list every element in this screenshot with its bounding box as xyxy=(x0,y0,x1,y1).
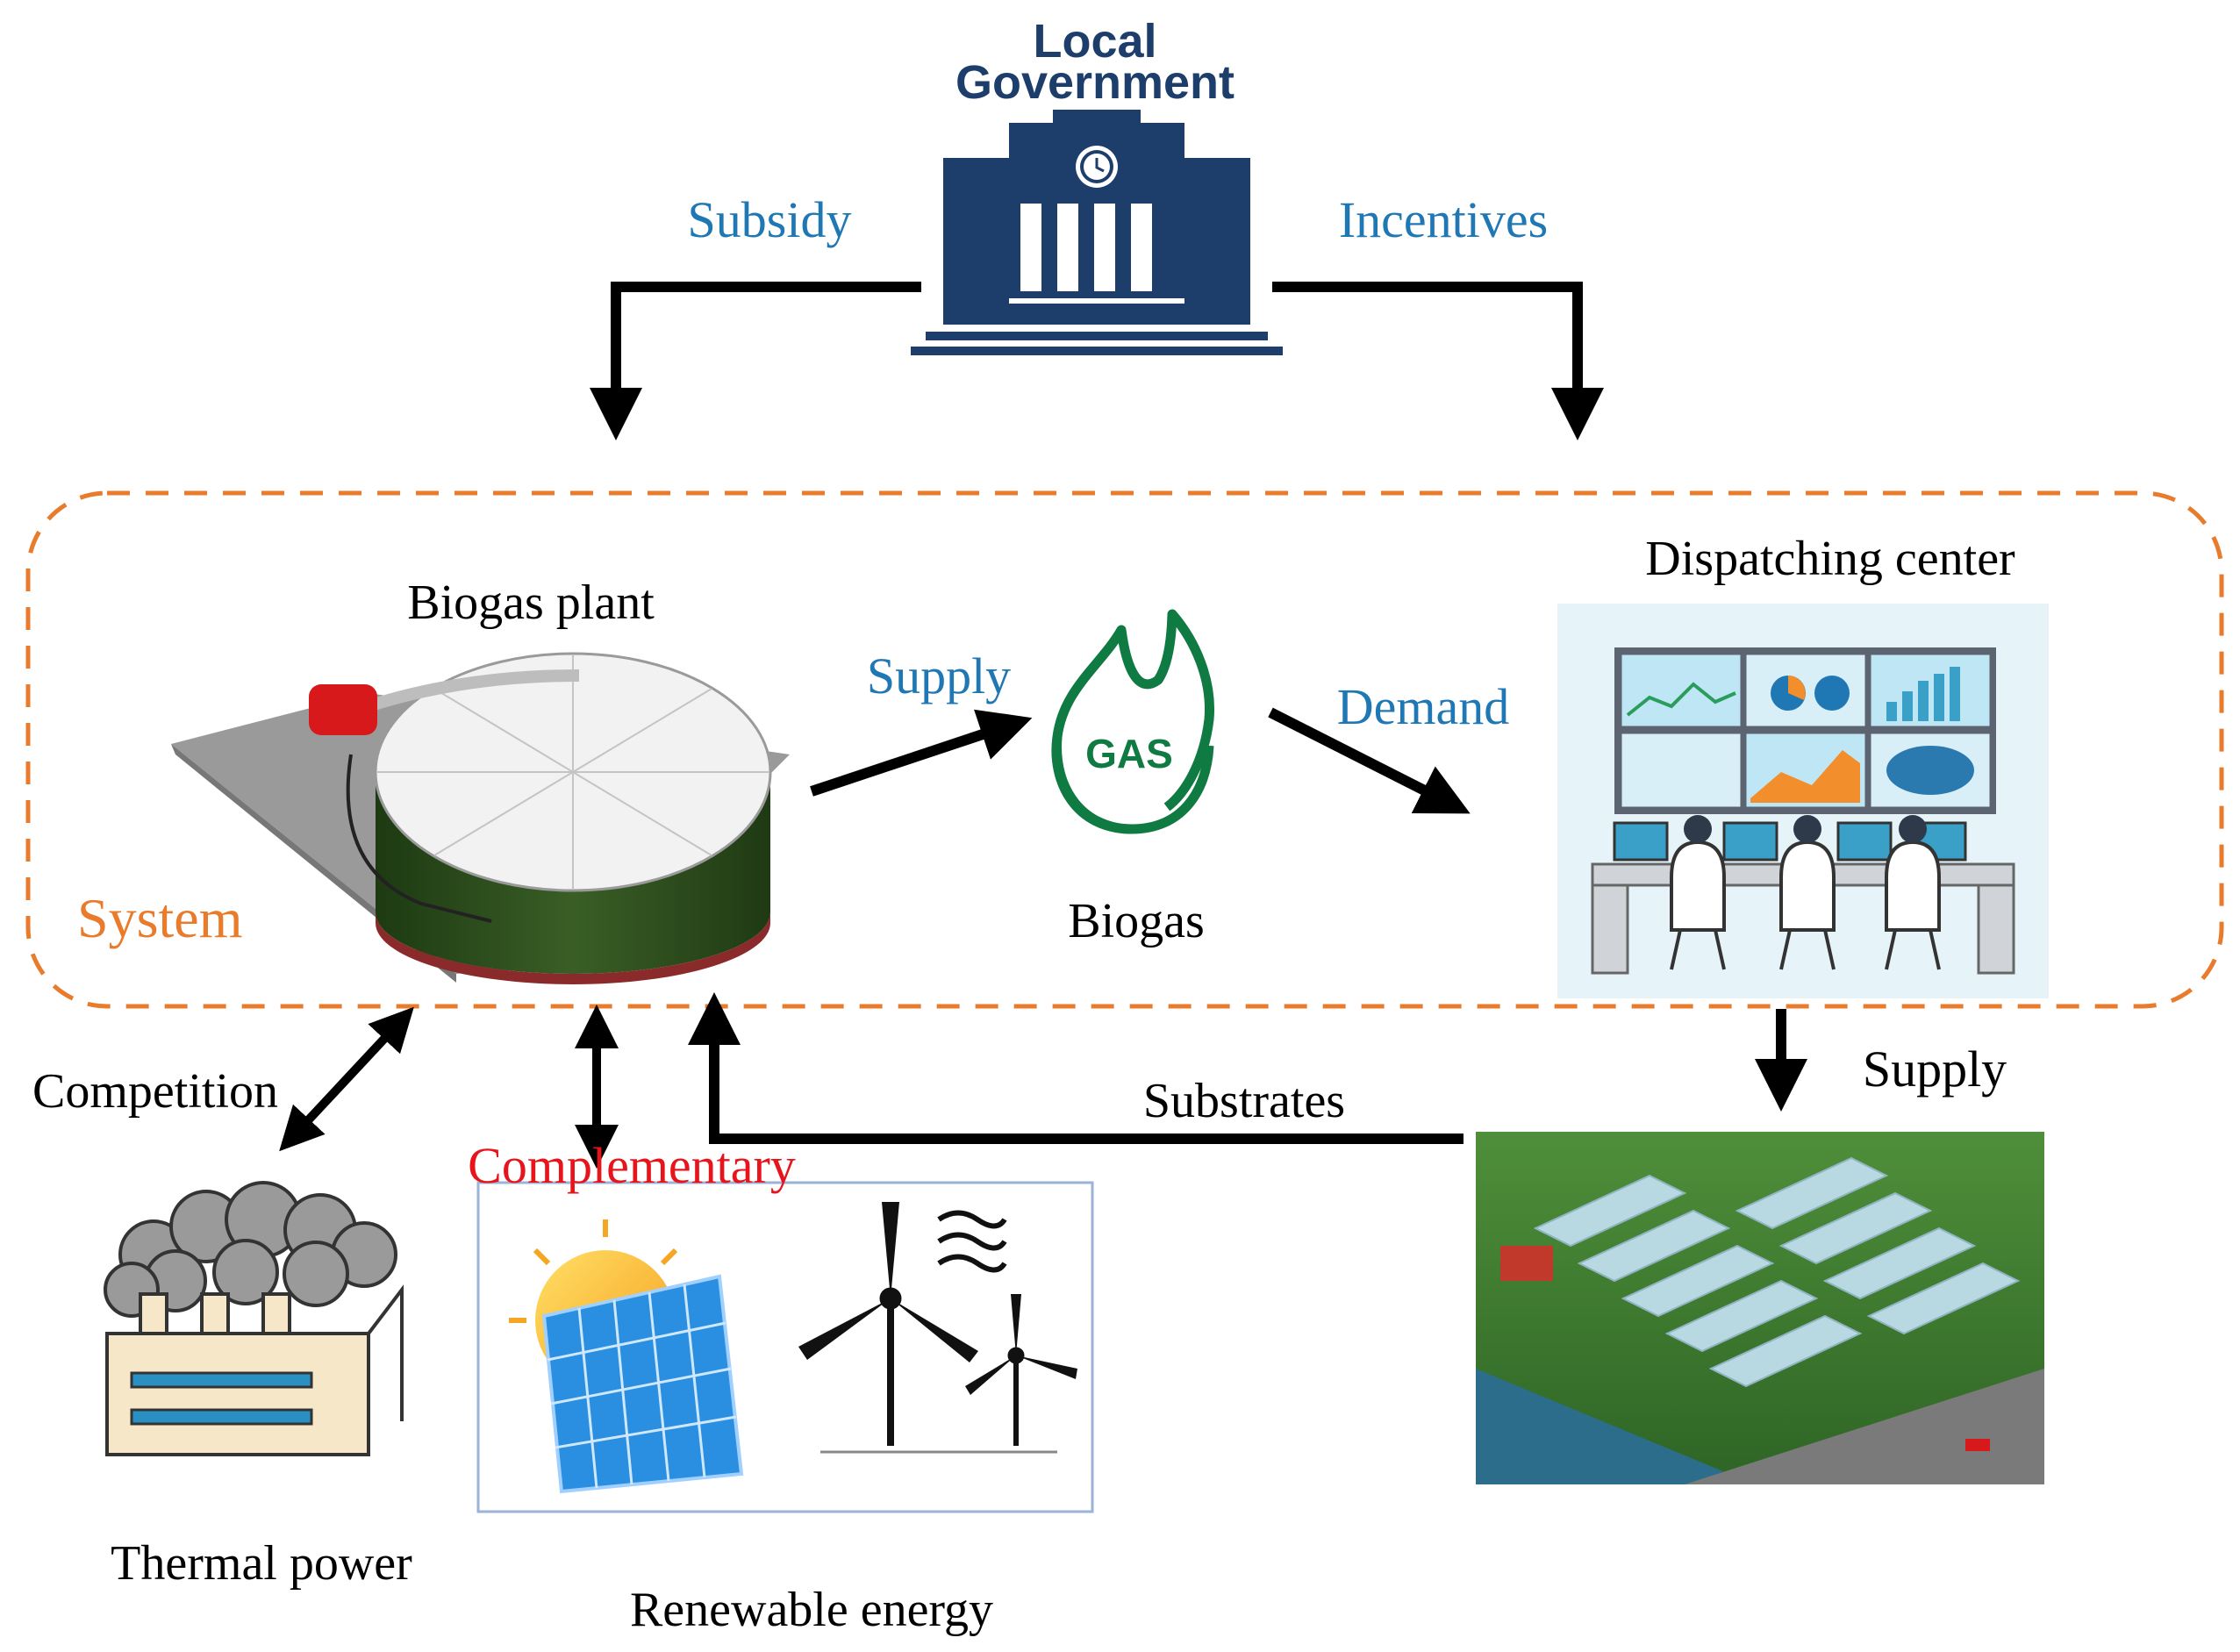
supply-arrow-to-biogas xyxy=(810,709,1033,797)
biogas-plant-icon xyxy=(171,652,790,984)
subsidy-label: Subsidy xyxy=(688,191,852,248)
farm-aerial-image xyxy=(1476,1132,2044,1484)
dispatching-center-icon xyxy=(1557,604,2049,998)
government-title-line1: Local xyxy=(1033,15,1156,68)
demand-arrow xyxy=(1268,707,1471,814)
supply-label-bottom: Supply xyxy=(1863,1041,2007,1098)
demand-label: Demand xyxy=(1337,678,1510,735)
thermal-power-icon xyxy=(104,1181,404,1456)
government-group: Local Government xyxy=(911,15,1283,355)
dispatching-center-label: Dispatching center xyxy=(1645,532,2015,586)
system-label: System xyxy=(77,887,242,949)
thermal-power-label: Thermal power xyxy=(111,1536,412,1591)
biogas-label: Biogas xyxy=(1068,894,1205,948)
competition-arrow xyxy=(279,1006,414,1152)
substrates-label: Substrates xyxy=(1143,1074,1345,1128)
gas-icon-text: GAS xyxy=(1085,731,1173,776)
incentives-label: Incentives xyxy=(1339,191,1548,248)
competition-label: Competition xyxy=(32,1064,278,1119)
wind-turbine-icon xyxy=(798,1202,1077,1454)
government-building-icon xyxy=(911,110,1283,355)
gas-flame-icon: GAS xyxy=(1051,609,1215,834)
supply-label-top: Supply xyxy=(867,647,1011,704)
system-boundary xyxy=(25,490,2224,1009)
complementary-label: Complementary xyxy=(468,1137,796,1194)
solar-panel-icon xyxy=(509,1219,744,1494)
subsidy-arrow xyxy=(590,282,921,440)
biogas-plant-label: Biogas plant xyxy=(407,576,655,630)
renewable-energy-label: Renewable energy xyxy=(630,1583,993,1637)
government-title-line2: Government xyxy=(955,56,1235,109)
substrates-arrow xyxy=(688,992,1464,1144)
incentives-arrow xyxy=(1272,282,1604,440)
